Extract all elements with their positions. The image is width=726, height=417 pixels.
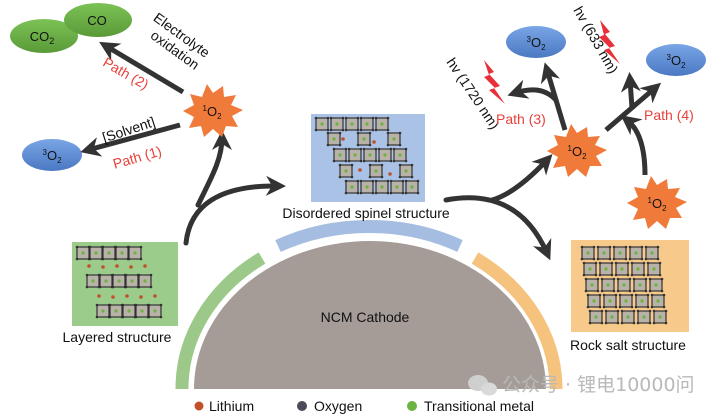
triplet-o2-left-label: 3O2: [42, 148, 62, 165]
path1-label: Path (1): [111, 143, 163, 172]
co-label: CO: [87, 13, 107, 28]
arc-layered-green: [175, 252, 266, 390]
left-pathway: CO2 CO 3O2 1O2 Electrolyte oxidation Pat…: [10, 3, 243, 172]
legend-transitional-metal-label: Transitional metal: [424, 398, 534, 414]
legend-oxygen-dot: [297, 401, 307, 411]
ncm-cathode-dome: NCM Cathode: [175, 220, 563, 390]
singlet-o2-main-label: 1O2: [567, 144, 587, 161]
singlet-o2-burst-lower: [627, 176, 687, 229]
singlet-o2-left-label: 1O2: [202, 104, 222, 121]
legend-oxygen-label: Oxygen: [314, 398, 362, 414]
arrow-layered-to-spinel: [183, 175, 286, 246]
layered-structure-label: Layered structure: [63, 329, 172, 345]
arrow-path4-triplet: [604, 82, 662, 132]
transformation-arrows: [183, 130, 553, 261]
path4-label: Path (4): [644, 107, 694, 123]
hv-633-label: hv (633 nm): [570, 4, 621, 77]
singlet-o2-burst-left: [183, 84, 243, 137]
triplet-o2-a: [506, 26, 566, 58]
dome-body: [194, 241, 546, 389]
layered-structure-image: Layered structure: [63, 242, 178, 345]
co2-label: CO2: [30, 29, 55, 46]
triplet-o2-left: [22, 139, 82, 171]
singlet-o2-lower-label: 1O2: [647, 196, 667, 213]
arrow-lower-singlet-up: [620, 115, 648, 176]
rocksalt-structure-image: Rock salt structure: [570, 240, 689, 353]
lightning-icon-1720: [484, 60, 505, 104]
spinel-structure-image: Disordered spinel structure: [282, 114, 450, 221]
co2-molecule: [10, 19, 78, 53]
lightning-icon-633: [599, 20, 620, 64]
path3-label: Path (3): [496, 111, 546, 127]
legend: Lithium Oxygen Transitional metal: [194, 398, 534, 414]
arrow-layered-to-1o2: [195, 130, 232, 208]
arrow-path4-light: [620, 72, 641, 109]
ncm-cathode-label: NCM Cathode: [321, 309, 410, 325]
arc-rocksalt-orange: [471, 252, 563, 390]
arrow-path3-light: [507, 79, 558, 102]
singlet-o2-burst-main: [547, 124, 607, 177]
rocksalt-structure-label: Rock salt structure: [570, 337, 686, 353]
arrow-spinel-to-1o2: [489, 154, 553, 203]
legend-transitional-metal-dot: [407, 401, 417, 411]
arrow-path2: [99, 41, 185, 95]
triplet-o2-a-label: 3O2: [526, 35, 546, 52]
watermark-text: 公众号 · 锂电10000问: [502, 374, 695, 396]
legend-lithium-label: Lithium: [209, 398, 254, 414]
arrow-path1: [80, 122, 181, 157]
legend-lithium-dot: [194, 401, 204, 411]
triplet-o2-b: [646, 44, 706, 76]
arrow-spinel-to-rocksalt: [443, 195, 552, 261]
arc-spinel-blue: [275, 220, 463, 252]
watermark: 公众号 · 锂电10000问: [468, 374, 695, 396]
spinel-structure-label: Disordered spinel structure: [282, 205, 450, 221]
triplet-o2-b-label: 3O2: [666, 53, 686, 70]
co-molecule: [64, 3, 132, 37]
right-pathway: 3O2 3O2 1O2 1O2 hv (1720 nm) hv (633 nm)…: [444, 4, 706, 229]
